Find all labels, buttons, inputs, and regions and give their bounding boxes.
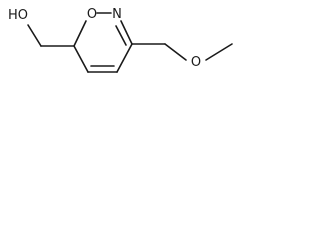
bond-methylene-ether-o bbox=[164, 43, 187, 61]
hydroxyl-label: HO bbox=[8, 8, 28, 23]
bond-ether-o-methyl bbox=[205, 43, 233, 61]
bond-n2-c3-inner bbox=[115, 25, 127, 46]
ether-oxygen-label: O bbox=[191, 55, 201, 70]
ring-oxygen-label: O bbox=[87, 7, 97, 22]
atom-labels: HO O N O bbox=[8, 7, 201, 70]
bond-c5-c4-side bbox=[73, 45, 89, 73]
bond-hydroxyl-methylene bbox=[27, 24, 42, 47]
bonds bbox=[27, 12, 233, 73]
bond-c5-o1 bbox=[73, 20, 87, 47]
bond-c3-c4 bbox=[116, 43, 133, 73]
molecule-structure: HO O N O bbox=[8, 7, 233, 73]
ring-nitrogen-label: N bbox=[112, 7, 122, 22]
bond-n2-c3 bbox=[120, 20, 133, 45]
